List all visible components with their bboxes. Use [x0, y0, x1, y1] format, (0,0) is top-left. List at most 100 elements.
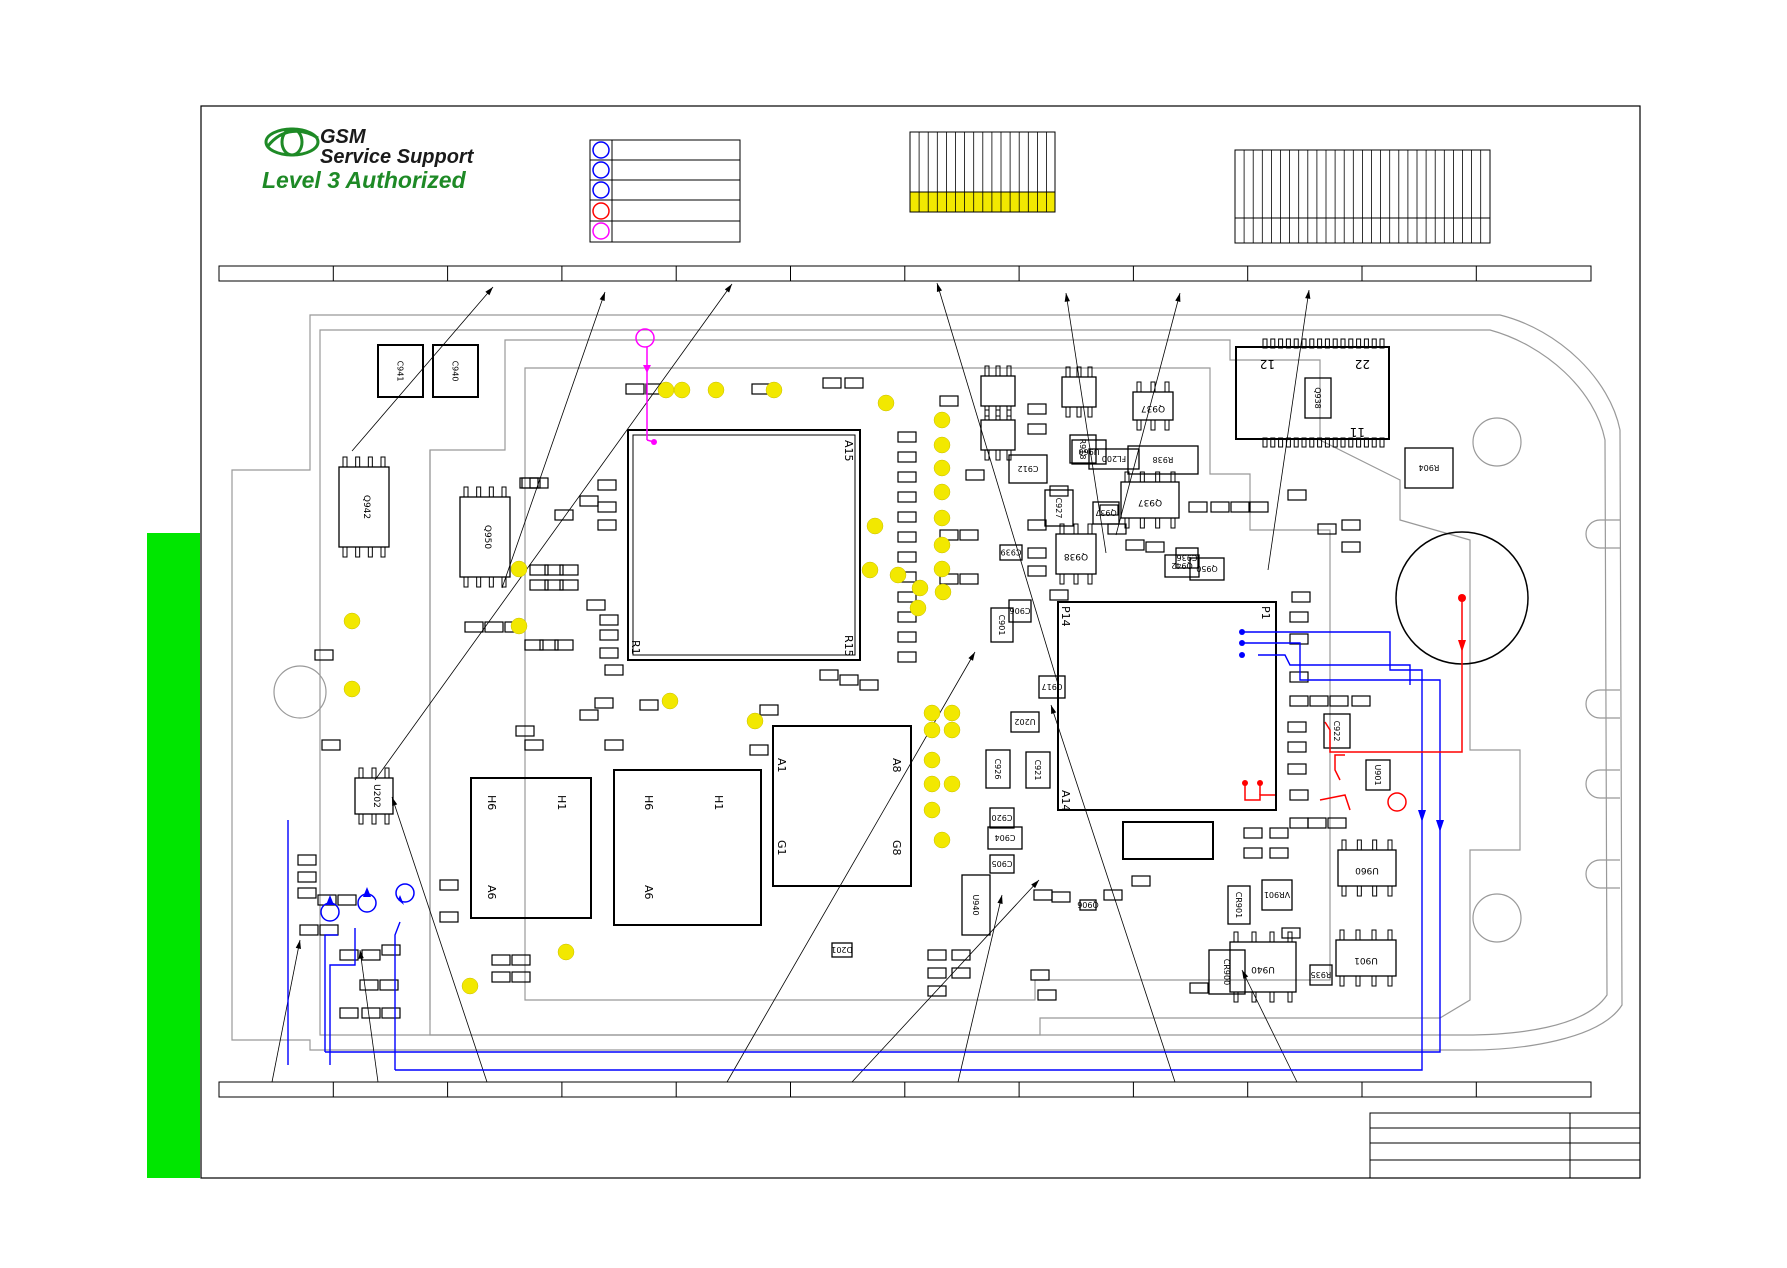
smd-part: CR900	[1208, 949, 1246, 995]
passive-part	[839, 674, 859, 686]
trace-red	[1244, 598, 1463, 812]
passive-part	[515, 725, 535, 737]
passive-part	[1243, 827, 1263, 839]
probe-marker-red	[1387, 792, 1407, 812]
smd-part: C921	[1025, 751, 1051, 789]
component-label: U202	[371, 784, 381, 808]
chip-connector	[1235, 346, 1390, 440]
passive-part	[359, 979, 379, 991]
callout-line	[271, 939, 301, 1083]
connector-pin	[1379, 437, 1385, 448]
passive-part	[1289, 789, 1309, 801]
connector-pin	[1332, 338, 1338, 349]
connector-pin	[1348, 437, 1354, 448]
connector-pin	[1317, 338, 1323, 349]
chip-label-h6-left: H6	[485, 795, 498, 810]
ic-package: Q938	[1055, 523, 1097, 585]
callout-line	[936, 282, 1059, 685]
ic-package	[1061, 366, 1097, 418]
test-point	[923, 721, 941, 739]
connector-pin	[1301, 437, 1307, 448]
passive-part	[539, 639, 559, 651]
smd-part: R938	[1127, 445, 1199, 475]
smd-part: C940	[432, 344, 479, 398]
passive-part	[1341, 519, 1361, 531]
passive-part	[321, 739, 341, 751]
smd-part: C927	[1044, 489, 1074, 527]
passive-part	[1287, 721, 1307, 733]
component-label: C922	[1332, 721, 1341, 742]
passive-part	[939, 529, 959, 541]
passive-part	[1269, 827, 1289, 839]
chip-cpu	[627, 429, 861, 661]
passive-part	[897, 431, 917, 443]
test-point	[889, 566, 907, 584]
passive-part	[297, 871, 317, 883]
legend-marker-blue-2	[592, 161, 610, 179]
passive-part	[544, 564, 564, 576]
callout-line	[957, 894, 1003, 1083]
ic-package	[980, 365, 1016, 417]
connector-pin	[1324, 437, 1330, 448]
passive-part	[521, 477, 541, 489]
connector-pin	[1293, 437, 1299, 448]
component-label: U901	[1354, 955, 1378, 965]
connector-pin	[1340, 338, 1346, 349]
passive-part	[1027, 547, 1047, 559]
passive-part	[819, 669, 839, 681]
chip-label-a6-right: A6	[642, 885, 655, 900]
passive-part	[1327, 817, 1347, 829]
smd-part: CR901	[1227, 885, 1251, 925]
label-strip-top	[218, 265, 1592, 282]
component-label: C901	[997, 615, 1006, 636]
connector-label-11: 11	[1350, 425, 1365, 439]
test-point	[746, 712, 764, 730]
passive-part	[844, 377, 864, 389]
passive-part	[822, 377, 842, 389]
component-label: FL200	[1102, 454, 1126, 463]
probe-marker-blue-3	[395, 883, 415, 903]
ic-package: U202	[354, 767, 394, 825]
ic-package: Q937	[1132, 381, 1174, 431]
passive-part	[599, 629, 619, 641]
callout-line	[1115, 292, 1181, 536]
component-label: C940	[451, 361, 460, 382]
connector-pin	[1356, 437, 1362, 448]
passive-part	[337, 894, 357, 906]
passive-part	[594, 697, 614, 709]
chip-label-a15: A15	[842, 440, 855, 462]
connector-pin	[1371, 437, 1377, 448]
connector-pin	[1309, 437, 1315, 448]
connector-pin	[1278, 437, 1284, 448]
passive-part	[519, 477, 539, 489]
component-label: C941	[396, 361, 405, 382]
smd-part: C912	[1008, 454, 1048, 484]
probe-marker-magenta	[635, 328, 655, 348]
logo-line-service-support: Service Support	[320, 146, 474, 168]
passive-part	[379, 979, 399, 991]
passive-part	[1210, 501, 1230, 513]
smd-part: Q906	[1077, 899, 1099, 911]
ic-package: Q950	[459, 486, 511, 588]
passive-part	[897, 531, 917, 543]
passive-part	[604, 739, 624, 751]
chip-label-p1: P1	[1259, 606, 1272, 620]
passive-part	[1287, 489, 1307, 501]
chip-label-a8: A8	[890, 758, 903, 773]
passive-part	[897, 511, 917, 523]
component-label: C920	[992, 813, 1013, 822]
passive-part	[319, 924, 339, 936]
smd-part: C936	[1175, 547, 1199, 569]
passive-part	[859, 679, 879, 691]
passive-part	[297, 854, 317, 866]
ic-package	[980, 409, 1016, 461]
test-point	[510, 560, 528, 578]
chip-group	[377, 344, 1390, 926]
connector-label-22: 22	[1355, 357, 1370, 371]
smd-part: R918	[1069, 434, 1097, 464]
passive-part	[559, 564, 579, 576]
chip-baseband	[1057, 601, 1277, 811]
chip-a1	[772, 725, 912, 887]
